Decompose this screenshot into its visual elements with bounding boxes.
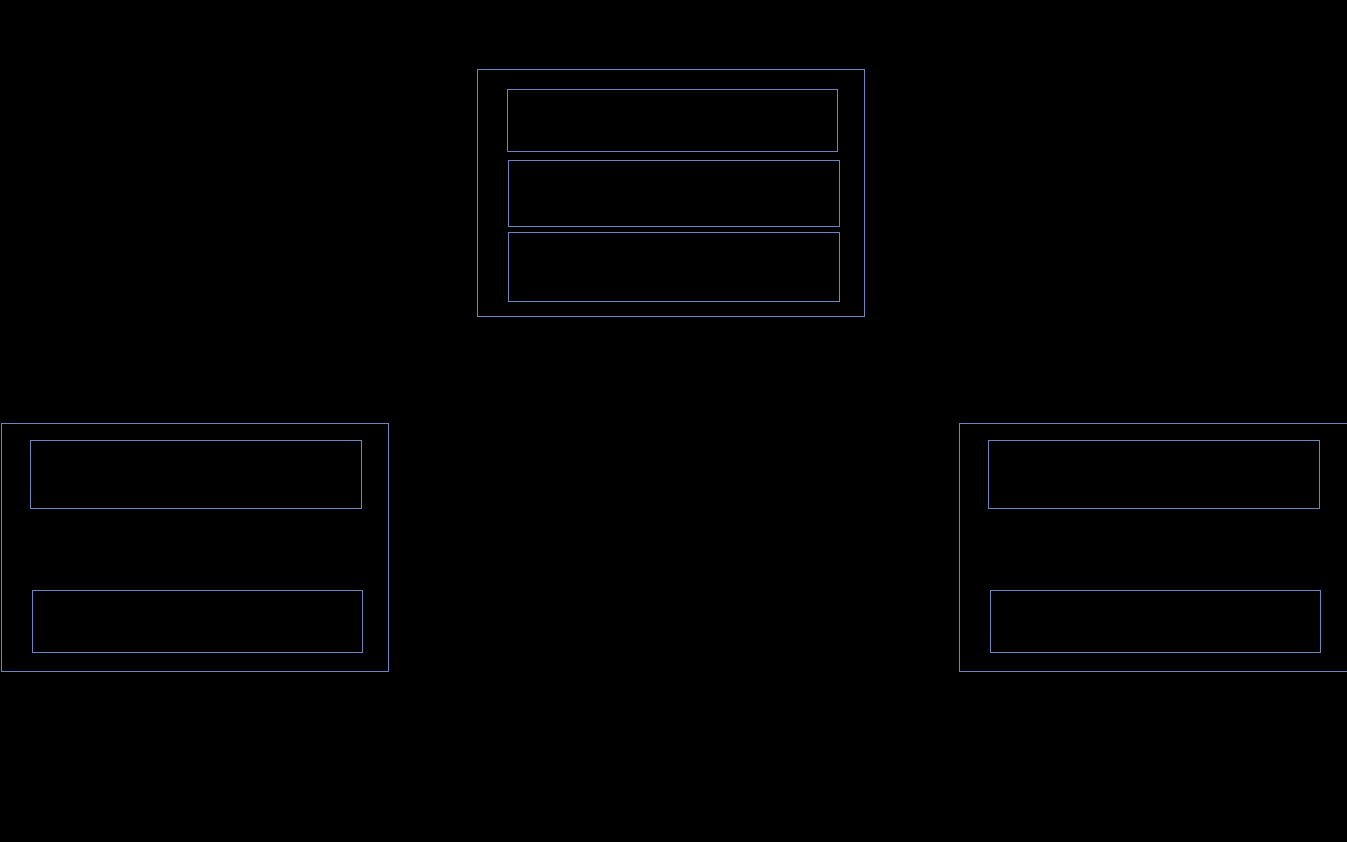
left-panel-slot-a[interactable] <box>30 440 362 509</box>
top-panel-slot-c[interactable] <box>508 232 840 302</box>
top-panel-slot-b[interactable] <box>508 160 840 227</box>
left-panel[interactable] <box>1 423 389 672</box>
top-center-panel[interactable] <box>477 69 865 317</box>
right-panel[interactable] <box>959 423 1347 672</box>
right-panel-slot-b[interactable] <box>990 590 1321 653</box>
left-panel-slot-b[interactable] <box>32 590 363 653</box>
right-panel-slot-a[interactable] <box>988 440 1320 509</box>
top-panel-slot-a[interactable] <box>507 89 838 152</box>
